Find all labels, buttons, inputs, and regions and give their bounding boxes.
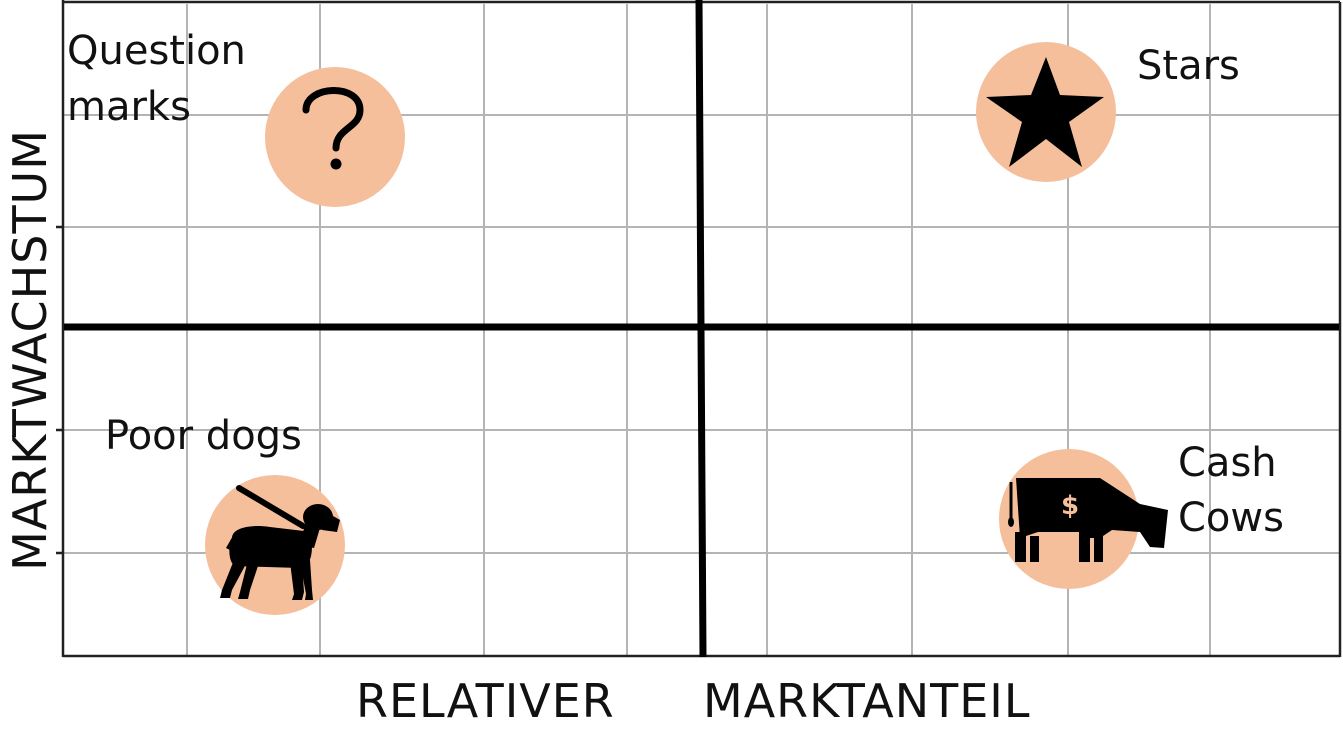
cash-cows-label-line2: Cows: [1178, 495, 1284, 541]
question-marks-label-line1: Question: [67, 28, 246, 74]
question-marks-bubble: [265, 67, 405, 207]
dog-on-leash-icon: [220, 485, 340, 600]
question-mark-icon: [302, 87, 364, 170]
cow-with-dollar-icon: $: [1008, 478, 1168, 562]
x-axis-label-right: MARKTANTEIL: [703, 674, 1030, 728]
x-axis-label-left: RELATIVER: [356, 674, 615, 728]
star-icon: [986, 57, 1104, 167]
cash-cows-dollar-sign: $: [1061, 491, 1079, 521]
cash-cows-label-line1: Cash: [1178, 440, 1277, 486]
stars-label: Stars: [1137, 43, 1240, 89]
quadrant-cash-cows: $ Cash Cows: [999, 440, 1284, 589]
y-axis-label: MARKTWACHSTUM: [3, 129, 57, 571]
quadrant-question-marks: Question marks: [67, 28, 405, 207]
poor-dogs-label: Poor dogs: [105, 413, 302, 459]
quadrant-stars: Stars: [976, 42, 1240, 182]
quadrant-poor-dogs: Poor dogs: [105, 413, 345, 615]
question-marks-label-line2: marks: [67, 84, 191, 130]
